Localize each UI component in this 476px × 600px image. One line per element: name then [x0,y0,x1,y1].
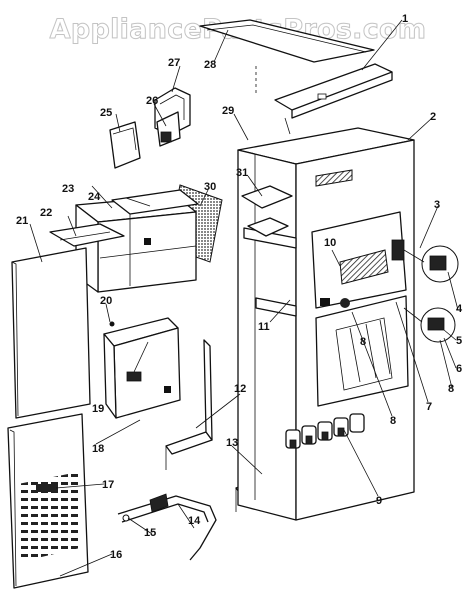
bracket-assembly [154,87,191,147]
callout-14: 14 [188,515,201,527]
side-bracket [109,121,141,169]
front-lower-door [7,413,89,589]
callout-6: 6 [456,363,462,375]
callout-31: 31 [236,167,248,179]
callout-17: 17 [102,479,114,491]
callout-5: 5 [456,335,462,347]
callout-9: 9 [376,495,382,507]
callout-4: 4 [456,303,463,315]
front-upper-door [11,247,91,419]
limit-switch-details [391,239,459,343]
furnace-cabinet [237,127,415,521]
callout-8-right: 8 [448,383,454,395]
callout-26: 26 [146,95,158,107]
leader-lines [29,19,459,577]
callout-18: 18 [92,443,104,455]
callout-30: 30 [204,181,216,193]
callout-labels: 1 2 3 4 5 6 7 8 8 8 9 10 11 12 13 14 15 … [16,13,463,561]
callout-8-mid: 8 [360,336,366,348]
callout-28: 28 [204,59,216,71]
gas-manifold-bracket [117,493,217,561]
callout-15: 15 [144,527,156,539]
callout-2: 2 [430,111,436,123]
callout-13: 13 [226,437,238,449]
callout-27: 27 [168,57,180,69]
callout-7: 7 [426,401,432,413]
control-panel-bracket [103,317,181,419]
callout-3: 3 [434,199,440,211]
callout-16: 16 [110,549,122,561]
callout-21: 21 [16,215,28,227]
callout-20: 20 [100,295,112,307]
callout-10: 10 [324,237,336,249]
callout-12: 12 [234,383,246,395]
callout-1: 1 [402,13,408,25]
callout-24: 24 [88,191,101,203]
callout-11: 11 [258,321,270,333]
callout-19: 19 [92,403,104,415]
top-cover-panel [199,19,375,96]
callout-29: 29 [222,105,234,117]
duct-box-assembly [49,189,199,293]
callout-25: 25 [100,107,112,119]
callout-22: 22 [40,207,52,219]
top-flange [274,63,393,135]
callout-23: 23 [62,183,74,195]
callout-8-lower: 8 [390,415,396,427]
